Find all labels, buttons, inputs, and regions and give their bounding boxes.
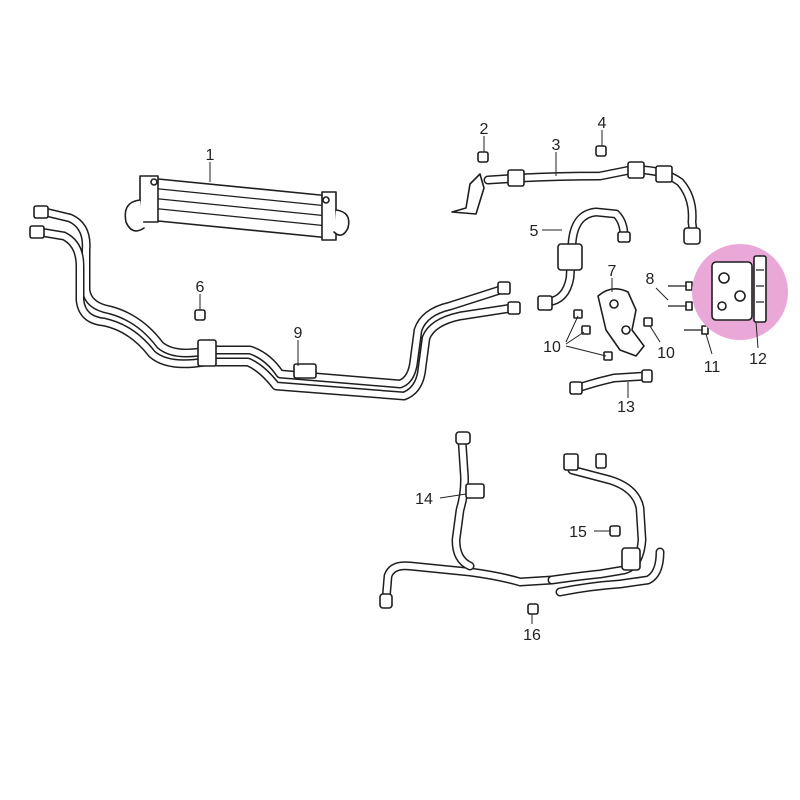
- part-4-nut[interactable]: [595, 145, 607, 157]
- part-13-hose[interactable]: [569, 369, 653, 395]
- callout-5: 5: [530, 223, 539, 240]
- callouts: 1 2 3 4 5 6 7 8 9 10 10 11 12 13 14 15 1…: [196, 115, 767, 644]
- callout-3: 3: [552, 137, 561, 154]
- callout-10b: 10: [657, 345, 675, 362]
- part-2-nut[interactable]: [477, 151, 489, 163]
- callout-9: 9: [294, 325, 303, 342]
- callout-15: 15: [569, 524, 587, 541]
- callout-8: 8: [646, 271, 655, 288]
- callout-13: 13: [617, 399, 635, 416]
- part-7-bracket[interactable]: [597, 288, 645, 357]
- callout-12: 12: [749, 351, 767, 368]
- callout-14: 14: [415, 491, 433, 508]
- part-14-hose[interactable]: [379, 431, 665, 609]
- callout-6: 6: [196, 279, 205, 296]
- callout-11: 11: [704, 359, 721, 376]
- part-16-nut[interactable]: [527, 603, 539, 615]
- callout-2: 2: [480, 121, 489, 138]
- callout-1: 1: [206, 147, 215, 164]
- part-3-hose[interactable]: [451, 161, 701, 245]
- callout-16: 16: [523, 627, 541, 644]
- part-8-bolts[interactable]: [668, 281, 693, 311]
- callout-10a: 10: [543, 339, 561, 356]
- part-12-cooler-module[interactable]: [692, 244, 788, 340]
- part-9-cooler-line[interactable]: [29, 205, 521, 401]
- part-11-bolt[interactable]: [684, 325, 709, 335]
- part-15-nut[interactable]: [609, 525, 621, 537]
- part-1-cooler[interactable]: [124, 175, 350, 241]
- callout-4: 4: [598, 115, 607, 132]
- leader-lines: [199, 130, 759, 624]
- callout-7: 7: [608, 263, 617, 280]
- part-5-tube[interactable]: [537, 207, 631, 311]
- part-6-nut[interactable]: [194, 309, 206, 321]
